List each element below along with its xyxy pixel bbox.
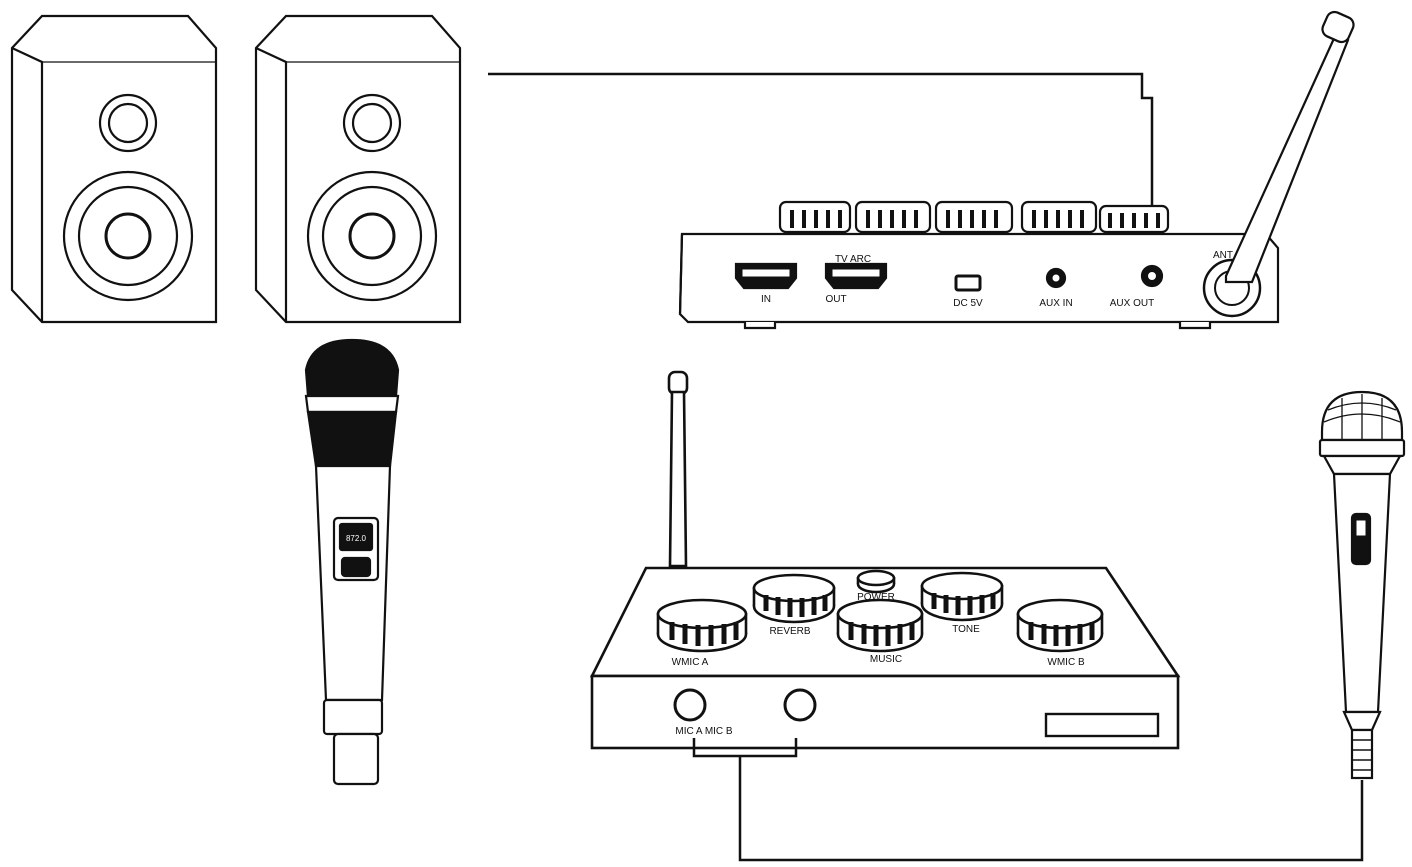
label-wmic-a: WMIC A: [672, 657, 709, 668]
aux-in-label: AUX IN: [1039, 298, 1072, 309]
mic-a-jack: [673, 688, 707, 722]
knob-wmic-a: [656, 598, 748, 653]
dc-5v-port: [954, 274, 982, 292]
power-button: [856, 569, 896, 594]
label-reverb: REVERB: [769, 626, 810, 637]
mic-display: [338, 522, 374, 552]
speaker-left: [10, 14, 218, 324]
wireless-microphone: [304, 338, 400, 786]
mic-cable: [692, 738, 798, 758]
label-power: POWER: [857, 592, 895, 603]
label-music: MUSIC: [870, 654, 902, 665]
mic-display-readout: 872.0: [346, 534, 367, 543]
rear-panel-unit: [678, 200, 1280, 330]
wired-mic-cable: [738, 756, 1364, 862]
knob-wmic-b: [1016, 598, 1104, 653]
wired-microphone: [1318, 390, 1406, 780]
knob-reverb: [752, 573, 836, 624]
aux-out-cable: [488, 72, 1154, 262]
knob-music: [836, 598, 924, 653]
label-mic-jacks: MIC A MIC B: [675, 726, 733, 737]
speaker-right: [254, 14, 462, 324]
hdmi-out-label: OUT: [825, 294, 846, 305]
label-tone: TONE: [952, 624, 980, 635]
knob-tone: [920, 571, 1004, 622]
mixer-unit: [589, 370, 1181, 750]
tv-arc-label: TV ARC: [835, 254, 871, 265]
mic-b-jack: [783, 688, 817, 722]
hdmi-in-label: IN: [761, 294, 771, 305]
rear-unit-antenna: [1224, 10, 1355, 284]
antenna-label: ANT: [1213, 250, 1233, 261]
rear-unit-knobs: [778, 200, 1170, 234]
dc-5v-label: DC 5V: [953, 298, 983, 309]
label-wmic-b: WMIC B: [1047, 657, 1085, 668]
aux-out-label: AUX OUT: [1110, 298, 1154, 309]
